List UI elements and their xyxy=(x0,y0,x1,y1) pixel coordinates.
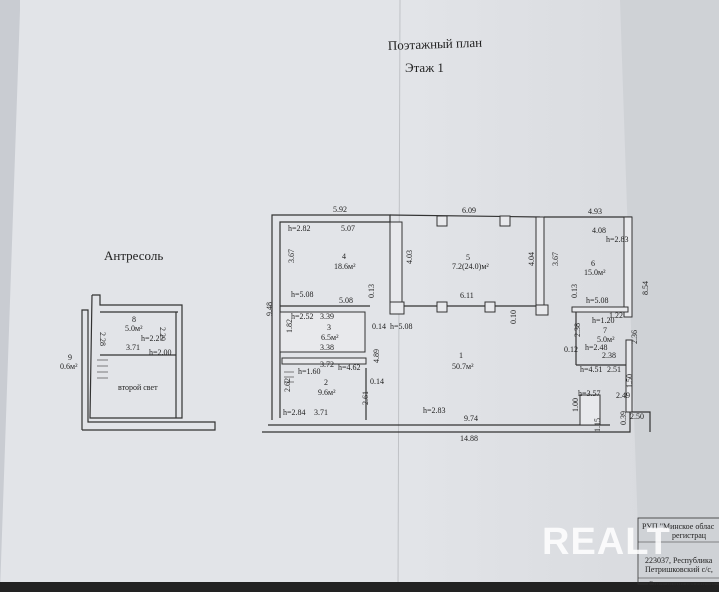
room-number: 8 xyxy=(132,315,136,324)
dim: h=4.51 xyxy=(580,365,603,374)
dim: 3.38 xyxy=(320,343,334,352)
plan-title: Поэтажный план xyxy=(388,35,483,53)
dim: 0.14 xyxy=(370,377,384,386)
dim: h=5.08 xyxy=(291,290,314,299)
dim: 3.67 xyxy=(551,252,560,266)
room-number: 9 xyxy=(68,353,72,362)
mezzanine-title: Антресоль xyxy=(104,248,163,263)
dim: 8.54 xyxy=(641,281,650,295)
dim: h=2.52 xyxy=(291,312,314,321)
room-area: 0.6м² xyxy=(60,362,78,371)
dim: 2.62 xyxy=(283,378,292,392)
dim: h=1.60 xyxy=(298,367,321,376)
dim: 2.38 xyxy=(573,323,582,337)
dim: 0.13 xyxy=(367,284,376,298)
dimension-label: 3.71 xyxy=(126,343,140,352)
dim: 1.82 xyxy=(285,319,294,333)
dim: 5.08 xyxy=(339,296,353,305)
dim: 1.22 xyxy=(609,311,623,320)
dim: h=2.82 xyxy=(288,224,311,233)
dim: 5.92 xyxy=(333,205,347,214)
dim: 3.67 xyxy=(287,249,296,263)
dim: 4.89 xyxy=(372,349,381,363)
dim: h=2.83 xyxy=(423,406,446,415)
dim: 4.04 xyxy=(527,252,536,266)
dim: 2.49 xyxy=(616,391,630,400)
dim: 0.13 xyxy=(570,284,579,298)
stamp-line: Составлен по состо xyxy=(648,580,715,589)
dim: h=5.08 xyxy=(390,322,413,331)
dim: 2.51 xyxy=(607,365,621,374)
dimension-label: 2.29 xyxy=(158,327,167,341)
stamp-line: РУП "Минское облас xyxy=(642,522,715,531)
room-number: 1 xyxy=(459,351,463,360)
second-light-label: второй свет xyxy=(118,383,158,392)
dim: 4.93 xyxy=(588,207,602,216)
dim: 5.07 xyxy=(341,224,355,233)
dim: 1.00 xyxy=(571,398,580,412)
dim: h=5.08 xyxy=(586,296,609,305)
dim: 2.36 xyxy=(630,330,639,344)
dimension-labels: 5.92 5.07 h=2.82 3.67 4 18.6м² h=5.08 5.… xyxy=(265,205,650,443)
room-area: 50.7м² xyxy=(452,362,474,371)
mezzanine-plan: Антресоль 8 5.0м² h=2.27 3.71 h=2.00 2.2… xyxy=(60,248,216,431)
dim: 0.14 xyxy=(372,322,386,331)
dim: 9.74 xyxy=(464,414,478,423)
room-area: 6.5м² xyxy=(321,333,339,342)
dim: h=2.84 xyxy=(283,408,306,417)
dim: 9.48 xyxy=(265,302,274,316)
room-area: 5.0м² xyxy=(597,335,615,344)
dim: h=2.83 xyxy=(606,235,629,244)
dim: 2.38 xyxy=(602,351,616,360)
stamp-line: Петришковский с/с, xyxy=(645,565,713,574)
dim: 3.71 xyxy=(314,408,328,417)
dim: 6.11 xyxy=(460,291,474,300)
dim: 0.10 xyxy=(509,310,518,324)
dim: h=3.57 xyxy=(578,389,601,398)
dim: 0.12 xyxy=(564,345,578,354)
room-number: 6 xyxy=(591,259,595,268)
dim: 4.08 xyxy=(592,226,606,235)
dim: 2.61 xyxy=(361,391,370,405)
room-area: 5.0м² xyxy=(125,324,143,333)
room-number: 3 xyxy=(327,323,331,332)
room-area: 7.2(24.0)м² xyxy=(452,262,489,271)
room-number: 7 xyxy=(603,326,607,335)
room-area: 9.6м² xyxy=(318,388,336,397)
dim: 3.39 xyxy=(320,312,334,321)
dim: 2.50 xyxy=(630,412,644,421)
floor-label: Этаж 1 xyxy=(405,60,444,75)
dim: 14.88 xyxy=(460,434,478,443)
room-area: 18.6м² xyxy=(334,262,356,271)
dim: 1.15 xyxy=(593,418,602,432)
realt-watermark: REALT xyxy=(542,521,671,563)
dim: 6.09 xyxy=(462,206,476,215)
height-label: h=2.00 xyxy=(149,348,172,357)
dim: h=1.20 xyxy=(592,316,615,325)
height-label: h=2.27 xyxy=(141,334,164,343)
room-number: 5 xyxy=(466,253,470,262)
room-area: 15.0м² xyxy=(584,268,606,277)
dimension-label: 2.28 xyxy=(98,332,107,346)
dim: 0.39 xyxy=(619,411,628,425)
stamp-line: регистрац xyxy=(672,531,707,540)
dim: 3.72 xyxy=(320,360,334,369)
room-number: 2 xyxy=(324,378,328,387)
registration-stamp: РУП "Минское облас регистрац 223037, Рес… xyxy=(637,517,719,589)
stamp-line: 223037, Республика xyxy=(645,556,713,565)
floor-1-plan: 5.92 5.07 h=2.82 3.67 4 18.6м² h=5.08 5.… xyxy=(262,205,651,443)
room-number: 4 xyxy=(342,252,346,261)
dim: h=4.62 xyxy=(338,363,361,372)
dim: h=2.48 xyxy=(585,343,608,352)
dim: 4.03 xyxy=(405,250,414,264)
dim: 1.50 xyxy=(625,374,634,388)
